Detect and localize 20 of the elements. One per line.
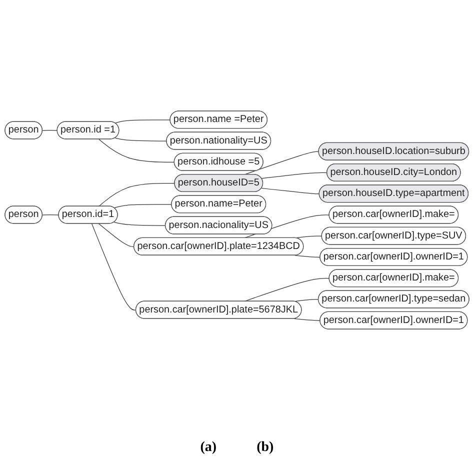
connector [294, 299, 319, 302]
connector [92, 223, 136, 310]
connector [244, 151, 320, 175]
connector [244, 278, 330, 302]
connector [294, 255, 321, 258]
connector [98, 138, 175, 163]
connector [42, 130, 58, 131]
connector [42, 214, 60, 216]
connector [114, 204, 172, 208]
connector [98, 223, 134, 248]
connector [98, 182, 176, 207]
connector [114, 222, 166, 226]
connector [114, 138, 168, 142]
connector [261, 188, 320, 194]
connector [294, 318, 321, 321]
connector [114, 120, 171, 124]
panel-label: (b) [256, 440, 274, 456]
panel-label: (a) [200, 440, 217, 456]
connector [294, 236, 322, 238]
connector [261, 172, 328, 179]
